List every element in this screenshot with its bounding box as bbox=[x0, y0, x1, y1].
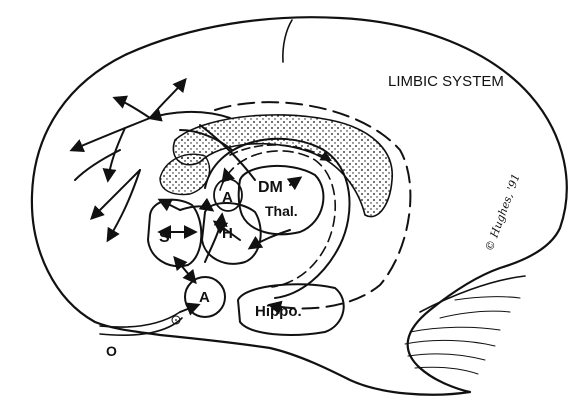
label-dm: DM bbox=[258, 179, 283, 196]
central-sulcus bbox=[282, 19, 293, 63]
cingulate-gyrus bbox=[172, 114, 393, 218]
connection-arrows bbox=[157, 124, 303, 316]
label-hippo: Hippo. bbox=[255, 303, 302, 320]
diagram-title: LIMBIC SYSTEM bbox=[388, 73, 504, 90]
label-a-lower: A bbox=[199, 289, 210, 306]
optic-chiasm bbox=[171, 315, 181, 325]
artist-signature: © Hughes, '91 bbox=[483, 172, 523, 253]
fornix-outer bbox=[204, 137, 351, 299]
cerebellum-folia bbox=[404, 296, 521, 375]
label-a-upper: A bbox=[222, 189, 233, 206]
thalamus bbox=[237, 164, 325, 236]
amygdala bbox=[184, 276, 226, 318]
label-s: S bbox=[159, 229, 170, 246]
inner-dashed-arrows bbox=[229, 144, 332, 162]
cerebellum-outline bbox=[419, 275, 526, 313]
frontal-projection-arrows bbox=[69, 77, 231, 243]
brain-outline bbox=[30, 16, 568, 396]
septal-stipple bbox=[159, 153, 211, 196]
label-o: O bbox=[106, 343, 117, 359]
papez-circuit-dashed bbox=[214, 101, 412, 315]
fornix-inner bbox=[219, 150, 337, 288]
label-h: H bbox=[222, 225, 233, 242]
hippocampus bbox=[237, 283, 345, 336]
label-thal: Thal. bbox=[265, 203, 298, 219]
